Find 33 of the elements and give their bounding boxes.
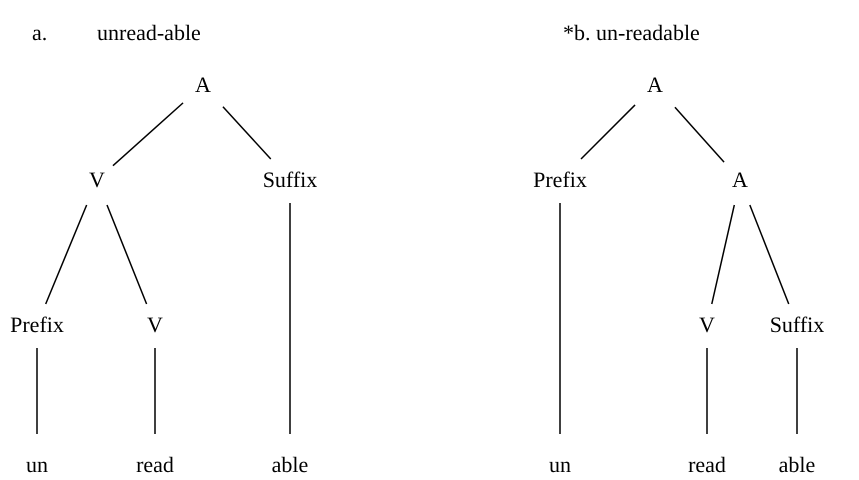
tree-node-label: A — [647, 72, 663, 98]
tree-branch-line — [106, 204, 148, 304]
tree-node-label: A — [195, 72, 211, 98]
tree-node-label: V — [89, 167, 105, 193]
tree-node-label: able — [272, 452, 308, 478]
tree-branch-line — [559, 203, 561, 434]
tree-branch-line — [706, 348, 708, 434]
tree-node-label: un — [26, 452, 48, 478]
tree-branch-line — [289, 203, 291, 434]
tree-branch-line — [749, 204, 790, 304]
tree-branch-line — [711, 204, 736, 304]
tree-node-label: read — [136, 452, 174, 478]
tree-node-label: V — [147, 312, 163, 338]
tree-node-label: Prefix — [10, 312, 64, 338]
tree-branch-line — [154, 348, 156, 434]
tree-branch-line — [45, 204, 88, 304]
tree-branch-line — [674, 106, 725, 163]
tree-node-label: Suffix — [770, 312, 824, 338]
tree-branch-line — [222, 106, 272, 160]
tree-node-label: Suffix — [262, 167, 318, 193]
tree-caption: *b. un-readable — [563, 22, 700, 44]
tree-node-label: V — [699, 312, 715, 338]
tree-branch-line — [580, 104, 636, 160]
tree-node-label: read — [688, 452, 726, 478]
tree-caption: unread-able — [97, 22, 201, 44]
tree-node-label: able — [778, 452, 816, 478]
tree-caption: a. — [32, 22, 48, 44]
tree-branch-line — [36, 348, 38, 434]
tree-node-label: Prefix — [533, 167, 587, 193]
tree-branch-line — [112, 102, 184, 166]
tree-node-label: un — [549, 452, 571, 478]
tree-branch-line — [796, 348, 798, 434]
tree-node-label: A — [732, 167, 748, 193]
